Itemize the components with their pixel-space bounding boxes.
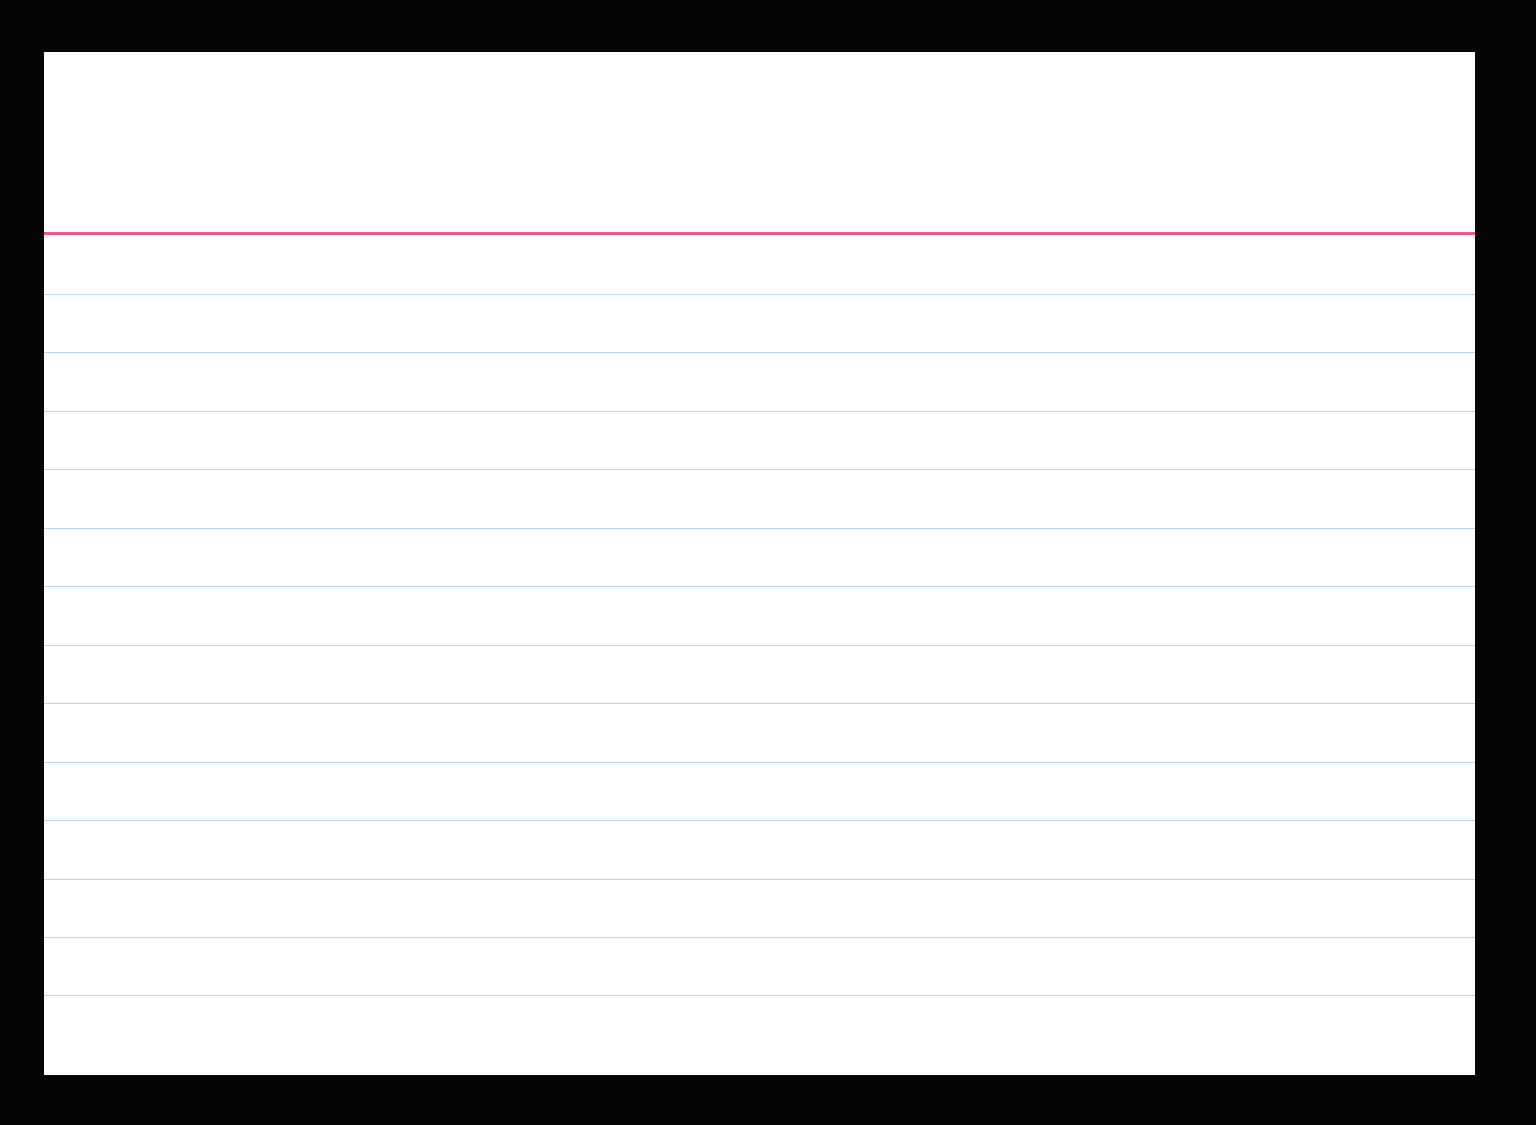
ruled-line [44, 586, 1475, 588]
ruled-line [44, 703, 1475, 705]
ruled-line [44, 644, 1475, 646]
index-card [44, 52, 1475, 1075]
ruled-line [44, 820, 1475, 822]
ruled-line [44, 761, 1475, 763]
ruled-line [44, 469, 1475, 471]
ruled-line [44, 527, 1475, 529]
ruled-line [44, 294, 1475, 295]
ruled-line [44, 995, 1475, 997]
ruled-line [44, 352, 1475, 354]
ruled-line [44, 936, 1475, 938]
ruled-line [44, 878, 1475, 880]
header-line [44, 232, 1475, 235]
ruled-line [44, 410, 1475, 412]
